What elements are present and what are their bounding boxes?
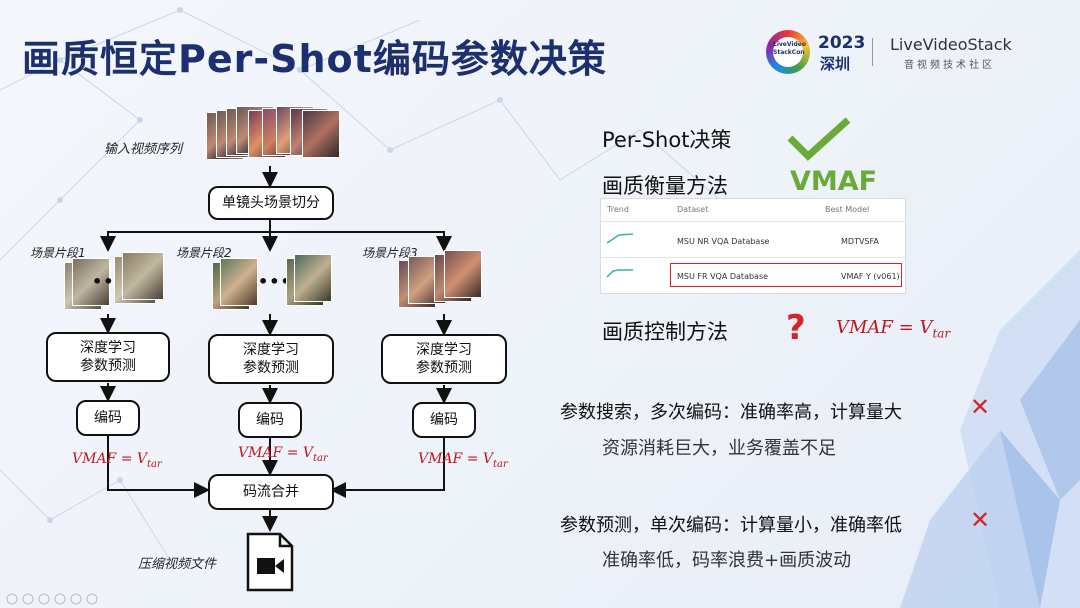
trend-sparkline — [606, 233, 634, 244]
merge-box: 码流合并 — [208, 474, 334, 510]
table-header-model: Best Model — [825, 205, 870, 214]
segment-3-label: 场景片段3 — [362, 246, 418, 260]
table-row-2-model: VMAF Y (v061) — [841, 272, 900, 281]
trend-sparkline — [606, 269, 633, 278]
brand-divider — [872, 38, 873, 66]
segment-2-predict-box: 深度学习 参数预测 — [208, 334, 334, 384]
scene-cut-box: 单镜头场景切分 — [208, 186, 334, 220]
approach-1-title: 参数搜索，多次编码：准确率高，计算量大 — [560, 402, 902, 423]
segment-2-frames: •••• — [212, 254, 332, 314]
approach-2-title: 参数预测，单次编码：计算量小，准确率低 — [560, 515, 902, 536]
brand-name: LiveVideoStack — [890, 35, 1012, 54]
segment-1-predict-box: 深度学习 参数预测 — [46, 332, 170, 382]
segment-2-encode-box: 编码 — [238, 402, 302, 438]
table-header-trend: Trend — [607, 205, 629, 214]
table-highlight — [670, 263, 902, 287]
approach-1-detail: 资源消耗巨大，业务覆盖不足 — [602, 438, 836, 459]
event-logo-text: LiveVideo StackCon — [773, 37, 806, 67]
cross-icon: ✕ — [970, 506, 991, 534]
segment-1-constraint: VMAF = Vtar — [72, 451, 162, 470]
table-row-1-model: MDTVSFA — [841, 237, 879, 246]
table-header-dataset: Dataset — [677, 205, 709, 214]
approach-2-detail: 准确率低，码率浪费+画质波动 — [602, 550, 852, 571]
segment-1-encode-box: 编码 — [76, 400, 140, 436]
per-shot-label: Per-Shot决策 — [602, 128, 732, 152]
segment-1-frames: ••• — [64, 252, 164, 314]
input-video-stack — [206, 106, 340, 164]
segment-3-encode-box: 编码 — [412, 402, 476, 438]
video-file-icon — [246, 532, 294, 592]
brand-subtitle: 音视频技术社区 — [904, 60, 995, 71]
table-row-1-dataset: MSU NR VQA Database — [677, 237, 770, 246]
quality-control-label: 画质控制方法 — [602, 320, 728, 344]
segment-2-constraint: VMAF = Vtar — [238, 445, 328, 464]
brand-year: 2023 — [818, 33, 866, 53]
quality-control-eq: VMAF = Vtar — [836, 317, 951, 341]
segment-2-label: 场景片段2 — [176, 246, 232, 260]
slide-controls[interactable] — [4, 592, 134, 606]
table-row-2-dataset: MSU FR VQA Database — [677, 272, 769, 281]
vqa-benchmark-table: Trend Dataset Best Model MSU NR VQA Data… — [600, 198, 906, 294]
cross-icon: ✕ — [970, 393, 991, 421]
segment-3-predict-box: 深度学习 参数预测 — [381, 334, 507, 384]
quality-metric-label: 画质衡量方法 — [602, 174, 728, 198]
segment-3-frames — [398, 250, 488, 314]
event-logo: LiveVideo StackCon — [766, 30, 810, 74]
segment-1-label: 场景片段1 — [30, 246, 86, 260]
check-icon — [787, 117, 851, 161]
flow-connectors — [100, 166, 452, 532]
quality-metric-value: VMAF — [790, 166, 878, 197]
output-file-label: 压缩视频文件 — [138, 557, 217, 572]
input-video-label: 输入视频序列 — [104, 142, 183, 157]
page-title: 画质恒定Per-Shot编码参数决策 — [22, 37, 607, 81]
segment-3-constraint: VMAF = Vtar — [418, 451, 508, 470]
brand-city: 深圳 — [820, 55, 851, 73]
question-icon: ? — [786, 308, 806, 348]
